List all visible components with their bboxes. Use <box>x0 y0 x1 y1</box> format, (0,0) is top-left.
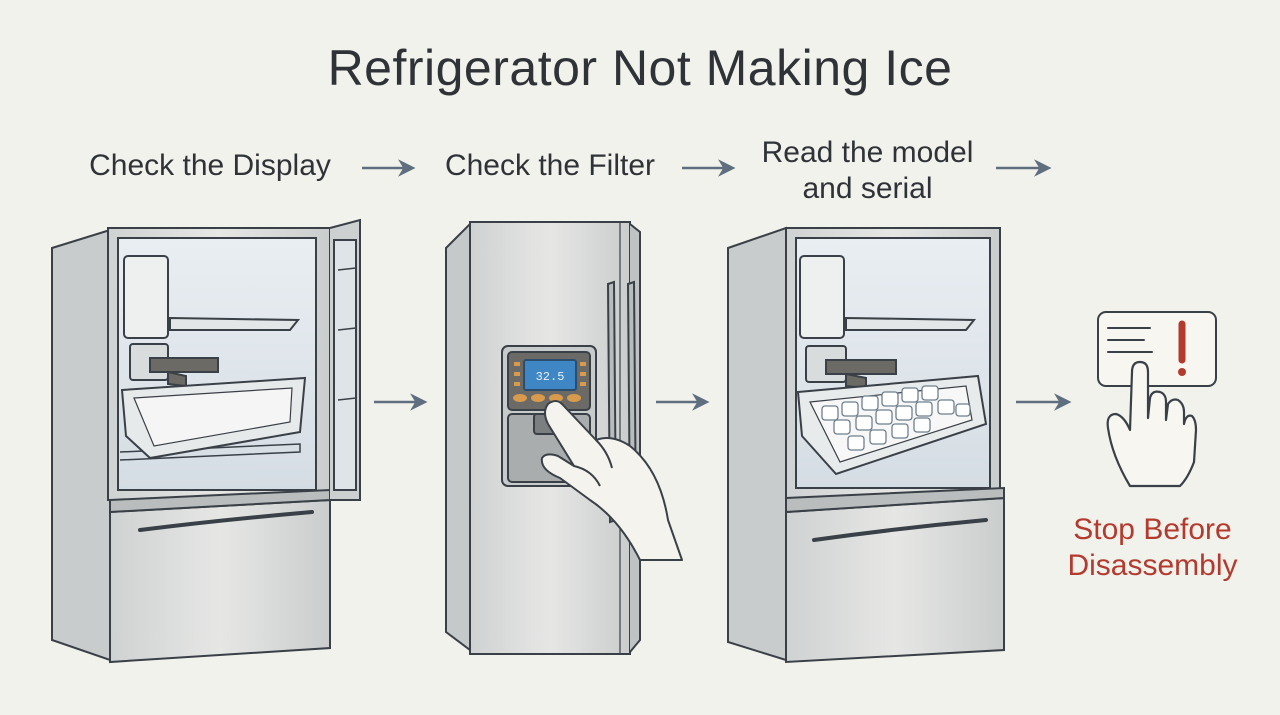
warning-sign-icon <box>1097 311 1217 387</box>
hand-pointing-icon <box>540 400 683 561</box>
page-title: Refrigerator Not Making Ice <box>327 40 953 96</box>
step-label-line: Read the model <box>761 136 974 169</box>
step-label-model-serial: Read the model and serial <box>745 135 990 207</box>
hand-stop-icon <box>1106 360 1198 488</box>
step-label-line: and serial <box>802 172 933 205</box>
refrigerator-ice-bin-icon <box>727 226 1005 664</box>
display-readout: 32.5 <box>536 370 565 384</box>
ice-cubes <box>821 385 971 451</box>
step-label-check-filter: Check the Filter <box>444 149 656 182</box>
stop-label-line: Stop Before <box>1073 513 1232 546</box>
refrigerator-open-icon <box>51 218 361 664</box>
stop-label-line: Disassembly <box>1067 549 1238 582</box>
stop-before-disassembly-label: Stop Before Disassembly <box>1045 512 1260 584</box>
step-label-check-display: Check the Display <box>89 149 331 182</box>
arrow-right-icon <box>362 159 1072 411</box>
